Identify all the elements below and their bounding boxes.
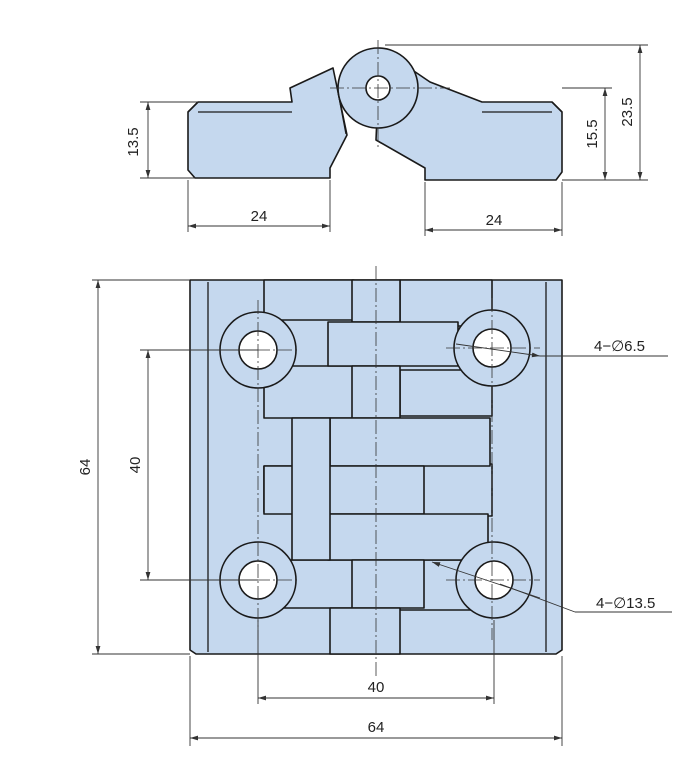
dim-left-width: 24	[251, 208, 268, 225]
side-view-left-leaf	[187, 67, 348, 179]
dim-left-height: 13.5	[125, 127, 142, 156]
top-view: 64 40 40 64 4−∅6.5 4−∅13.5	[77, 266, 672, 746]
dim-right-inner-height: 15.5	[584, 119, 601, 148]
dim-right-width: 24	[486, 212, 503, 229]
dim-overall-width: 64	[368, 719, 385, 736]
dim-total-height: 23.5	[619, 97, 636, 126]
side-view-right-leaf	[375, 47, 563, 181]
side-view: 13.5 15.5 23.5 24 24	[125, 40, 648, 236]
center-knuckles	[263, 279, 491, 655]
callout-hole-diameter: 4−∅6.5	[594, 338, 645, 355]
callout-counterbore-diameter: 4−∅13.5	[596, 595, 655, 612]
dim-overall-height: 64	[77, 459, 94, 476]
dim-hole-spacing-horizontal: 40	[368, 679, 385, 696]
dim-hole-spacing-vertical: 40	[127, 457, 144, 474]
